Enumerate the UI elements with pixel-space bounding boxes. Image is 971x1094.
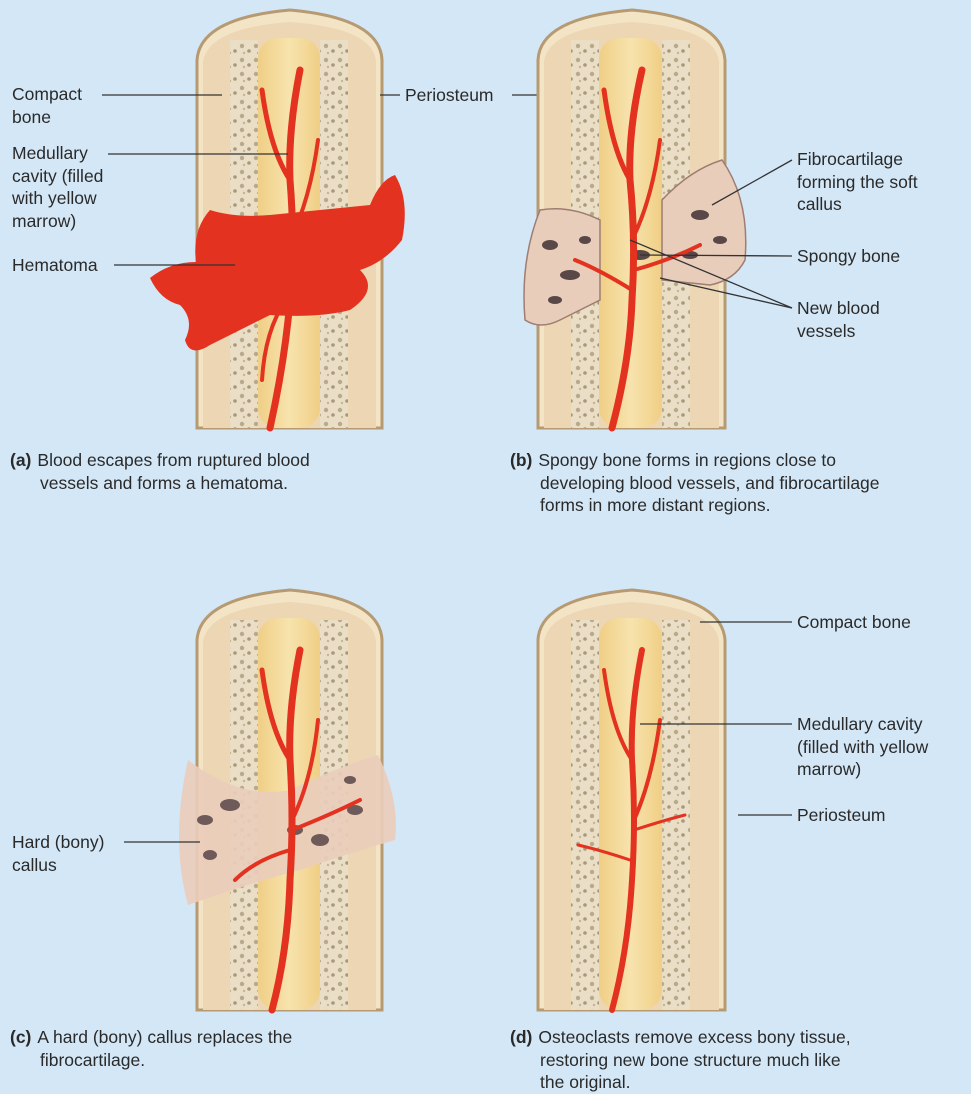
label-fibrocartilage-b: Fibrocartilage forming the soft callus: [797, 148, 918, 216]
label-medullary-cavity-d: Medullary cavity (filled with yellow mar…: [797, 713, 928, 781]
panel-d-medullary-cavity: [599, 618, 662, 1010]
label-compact-bone-a: Compact bone: [12, 83, 82, 128]
caption-d-line-3: the original.: [510, 1071, 851, 1094]
panel-d-spongy-bone-left: [571, 620, 599, 1010]
caption-a-line-2: vessels and forms a hematoma.: [10, 472, 310, 495]
caption-b-line-2: developing blood vessels, and fibrocarti…: [510, 472, 880, 495]
caption-b-line-1: Spongy bone forms in regions close to: [538, 450, 836, 470]
panel-c-illustration: [179, 590, 396, 1010]
caption-d-letter: (d): [510, 1027, 532, 1047]
caption-b-line-3: forms in more distant regions.: [510, 494, 880, 517]
caption-d: (d) Osteoclasts remove excess bony tissue…: [510, 1026, 851, 1094]
caption-a-line-1: Blood escapes from ruptured blood: [37, 450, 309, 470]
label-medullary-cavity-a: Medullary cavity (filled with yellow mar…: [12, 142, 103, 232]
label-periosteum-a: Periosteum: [405, 84, 494, 107]
caption-a-letter: (a): [10, 450, 31, 470]
label-spongy-bone-b: Spongy bone: [797, 245, 900, 268]
caption-b: (b) Spongy bone forms in regions close to…: [510, 449, 880, 517]
caption-a: (a) Blood escapes from ruptured blood ves…: [10, 449, 310, 494]
label-new-blood-vessels-b: New blood vessels: [797, 297, 880, 342]
panel-d-illustration: [538, 590, 725, 1010]
label-hard-callus-c: Hard (bony) callus: [12, 831, 104, 876]
label-periosteum-d: Periosteum: [797, 804, 886, 827]
caption-c: (c) A hard (bony) callus replaces the fib…: [10, 1026, 292, 1071]
caption-b-letter: (b): [510, 450, 532, 470]
caption-c-line-2: fibrocartilage.: [10, 1049, 292, 1072]
panel-a-illustration: [150, 10, 405, 428]
label-hematoma-a: Hematoma: [12, 254, 98, 277]
caption-c-line-1: A hard (bony) callus replaces the: [37, 1027, 292, 1047]
panel-b-illustration: [524, 10, 746, 428]
label-compact-bone-d: Compact bone: [797, 611, 911, 634]
caption-d-line-2: restoring new bone structure much like: [510, 1049, 851, 1072]
caption-c-letter: (c): [10, 1027, 31, 1047]
caption-d-line-1: Osteoclasts remove excess bony tissue,: [538, 1027, 850, 1047]
